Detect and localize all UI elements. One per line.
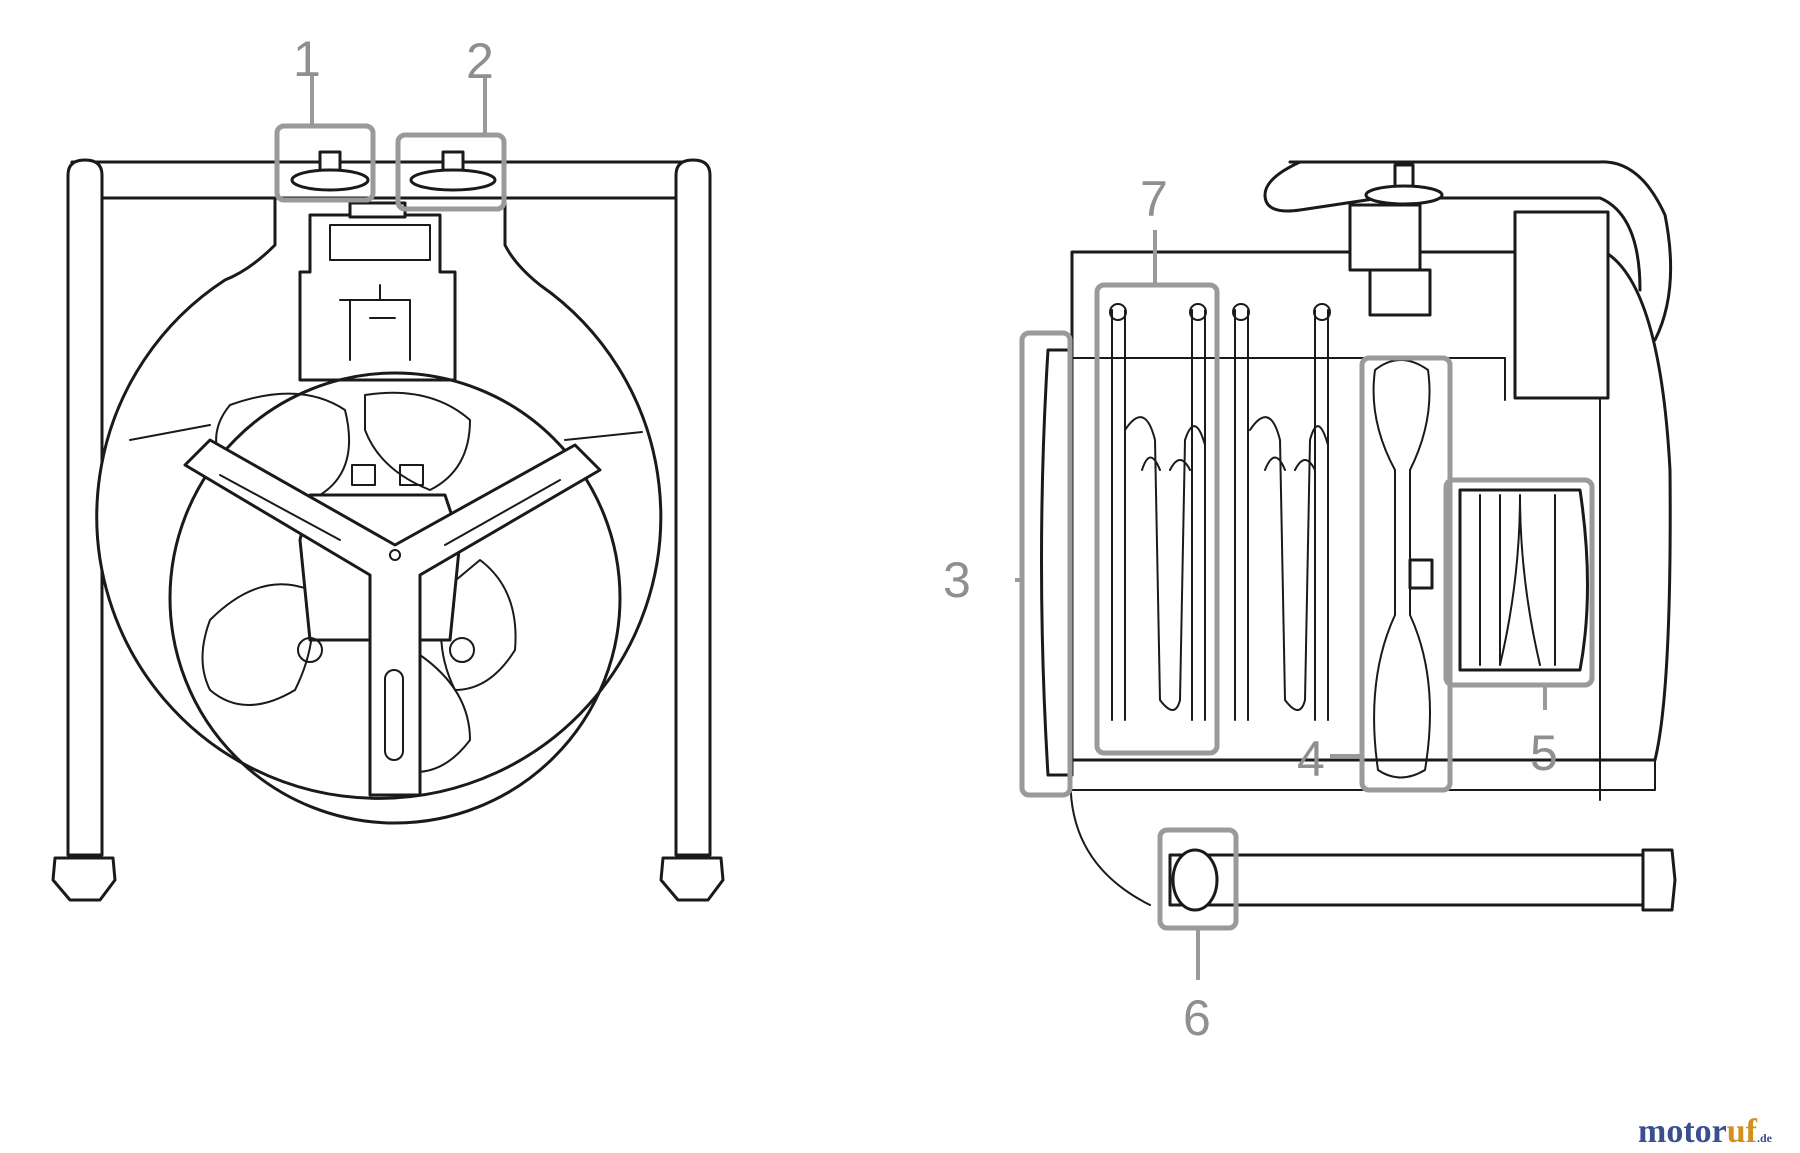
bracket-hub-bolt [389, 549, 401, 561]
side-base-foot-back [1641, 848, 1677, 912]
frame-right-foot [659, 856, 725, 902]
side-control-box-lower [1368, 268, 1432, 317]
side-electric-box [1513, 210, 1610, 400]
frame-left-leg [66, 158, 104, 857]
callout-label-5: 5 [1530, 725, 1558, 781]
callout-box-2 [395, 132, 507, 212]
heating-elements [1104, 303, 1341, 721]
callout-label-1: 1 [293, 31, 321, 87]
motor-bolt-right [449, 637, 475, 663]
side-base-tube [1168, 853, 1652, 907]
control-panel-window [329, 224, 431, 261]
callout-label-7: 7 [1140, 171, 1168, 227]
control-switch-detail [339, 284, 411, 361]
watermark-suffix: .de [1757, 1131, 1773, 1145]
side-base-curve [1069, 759, 1151, 906]
knob-thermostat [290, 150, 370, 192]
fan-support-bracket [183, 438, 602, 797]
watermark-brand-1: motor [1638, 1113, 1727, 1150]
motor-windings [1479, 494, 1556, 666]
callout-box-5 [1443, 477, 1595, 688]
svg-text:motoruf.de: motoruf.de [1638, 1113, 1773, 1150]
callout-box-4 [1359, 355, 1453, 793]
side-top-handle-left [1263, 160, 1401, 213]
control-box [298, 213, 457, 382]
watermark-brand-2: uf [1727, 1113, 1758, 1150]
side-knob [1364, 184, 1444, 206]
callout-label-6: 6 [1183, 990, 1211, 1046]
side-control-box [1348, 203, 1422, 272]
callout-box-1 [274, 123, 376, 203]
side-front-grille [1040, 348, 1074, 777]
frame-right-leg [674, 158, 712, 857]
callout-label-2: 2 [466, 33, 494, 89]
fan-hub [1408, 558, 1434, 590]
housing-seam-right [564, 431, 643, 441]
watermark-logo: motoruf.de [1638, 1113, 1773, 1150]
side-base-foot-front [1171, 848, 1219, 912]
motor-bolt-left [297, 637, 323, 663]
side-top-handle-inner [1438, 196, 1642, 292]
bracket-slots [219, 474, 561, 546]
callouts: 1 2 3 4 5 6 7 [274, 31, 1595, 1046]
knob-switch [409, 150, 497, 192]
frame-top-bar [70, 160, 702, 200]
side-housing-bottom [1071, 759, 1656, 791]
motor-terminals [351, 464, 424, 486]
callout-label-3: 3 [943, 552, 971, 608]
side-fan-blade [1372, 359, 1431, 779]
front-view [51, 150, 725, 902]
callout-box-3 [1019, 330, 1073, 798]
side-view [1040, 160, 1677, 912]
housing-seam-left [129, 424, 211, 441]
front-grille-ring [168, 371, 622, 825]
frame-left-foot [51, 856, 117, 902]
side-top-handle [1288, 160, 1673, 342]
callout-label-4: 4 [1297, 731, 1325, 787]
bracket-bottom-slot [384, 669, 404, 761]
